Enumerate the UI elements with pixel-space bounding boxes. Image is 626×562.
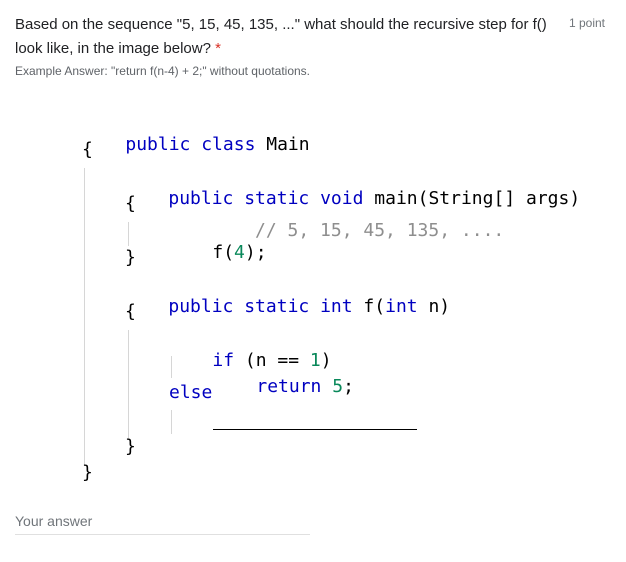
answer-blank-line (213, 429, 417, 430)
answer-underline (15, 534, 310, 535)
question-hint: Example Answer: "return f(n-4) + 2;" wit… (15, 64, 310, 78)
indent-guide (128, 222, 129, 246)
required-marker: * (215, 40, 221, 57)
points-label: 1 point (568, 16, 605, 30)
code-line: { (125, 193, 136, 214)
indent-guide (84, 168, 85, 466)
indent-guide (171, 410, 172, 434)
code-line: if (n == 1) (212, 350, 332, 371)
code-line: } (82, 462, 93, 483)
code-comment: // 5, 15, 45, 135, .... (255, 220, 505, 241)
question-title: Based on the sequence "5, 15, 45, 135, .… (15, 13, 555, 61)
code-line: { (82, 139, 93, 160)
indent-guide (171, 356, 172, 378)
answer-input[interactable] (15, 508, 314, 538)
code-line: public class Main (125, 134, 310, 155)
question-text: Based on the sequence "5, 15, 45, 135, .… (15, 16, 547, 57)
code-line: } (125, 436, 136, 457)
code-image: public class Main { public static void m… (36, 96, 580, 496)
code-line: else (169, 382, 213, 403)
code-line: f(4); (212, 242, 267, 263)
code-line: public static int f(int n) (168, 296, 451, 317)
code-line: public static void main(String[] args) (168, 188, 581, 209)
code-line: return 5; (256, 376, 354, 397)
code-line: { (125, 301, 136, 322)
code-line: } (125, 247, 136, 268)
indent-guide (128, 330, 129, 440)
